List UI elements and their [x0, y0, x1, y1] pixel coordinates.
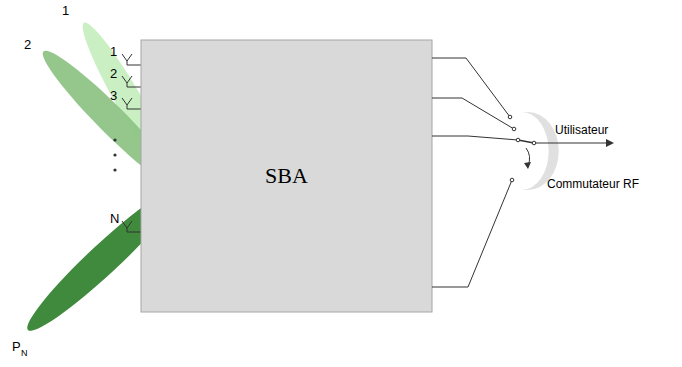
process-box: SBA	[141, 40, 432, 312]
callout-number: 1	[62, 4, 69, 17]
antenna-symbols	[122, 54, 141, 232]
callout-number: 3	[110, 89, 117, 102]
signal-label: Utilisateur	[555, 124, 608, 136]
callout-number: 2	[24, 38, 31, 51]
antenna-symbol	[122, 54, 141, 65]
wire	[432, 136, 518, 140]
antenna-symbol	[122, 221, 141, 232]
box-title: SBA	[265, 163, 308, 189]
switch-arrowhead	[524, 162, 531, 169]
ellipsis-dots	[113, 138, 116, 171]
signal-label: Commutateur RF	[547, 178, 639, 190]
wire	[432, 180, 512, 287]
switch-contacts	[508, 115, 536, 182]
wire	[432, 58, 510, 117]
callout-number: P	[12, 340, 21, 353]
output-line	[534, 143, 606, 144]
switch-wires	[432, 58, 606, 287]
antenna-symbol	[122, 76, 141, 87]
antenna-symbol	[122, 98, 141, 109]
callout-number: N	[21, 349, 28, 358]
callout-number: 1	[110, 45, 117, 58]
sba-box-fill	[141, 40, 432, 312]
callout-number: 2	[110, 67, 117, 80]
wire	[432, 98, 514, 129]
callout-number: N	[110, 212, 119, 225]
output-arrowhead	[606, 139, 614, 147]
switch-lever	[518, 140, 534, 143]
